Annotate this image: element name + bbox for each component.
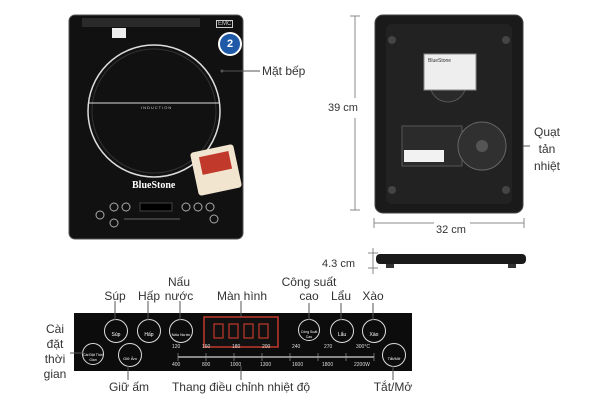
temp-tick-label: 270 [324,344,333,350]
induction-text: INDUCTION [141,105,173,110]
control-panel-drawing [177,316,375,361]
power-tick-label: 2200W [354,362,370,368]
timer-callout: Cài đặt thời gian [43,322,67,381]
surface-callout: Mặt bếp [262,64,306,78]
slider-callout: Thang điều chỉnh nhiệt độ [171,380,311,394]
power-tick-label: 800 [202,362,211,368]
width-dimension: 32 cm [436,224,466,236]
bottom-sticker-brand: BlueStone [428,58,452,64]
stirfry-callout: Xào [362,289,384,303]
cooktop-side-view [376,252,526,270]
stirfry-button[interactable]: Xào [362,319,386,343]
warranty-years: 2 [226,38,234,50]
power-tick-label: 1300 [260,362,272,368]
bottom-drawing [374,14,524,214]
cooktop-top-view: 2 EMC INDUCTION BlueStone [68,14,244,240]
warranty-badge: 2 [218,32,242,56]
temperature-scale: 120 160 180 200 240 270 300°C [172,344,384,352]
display-callout: Màn hình [216,289,268,303]
timer-button[interactable]: Cài Đặt Thời Gian [82,343,104,365]
power-button[interactable]: Tắt/Mở [382,343,406,367]
cooktop-surface-drawing [68,14,244,240]
soup-button[interactable]: Súp [104,319,128,343]
brand-logo: BlueStone [132,180,176,191]
temp-tick-label: 240 [292,344,301,350]
hotpot-button[interactable]: Lẩu [330,319,354,343]
thickness-dimension: 4.3 cm [322,258,356,270]
temp-tick-label: 160 [202,344,211,350]
keep-warm-button[interactable]: Giữ Ấm [118,343,142,367]
side-drawing [376,254,526,268]
temp-tick-label: 180 [232,344,241,350]
high-power-callout: Công suất cao [281,275,337,303]
power-tick-label: 1000 [230,362,242,368]
power-tick-label: 1800 [322,362,334,368]
fan-callout: Quạt tản nhiệt [533,125,561,173]
steam-callout: Hấp [137,289,160,303]
emc-mark: EMC [216,20,234,28]
temp-tick-label: 200 [262,344,271,350]
control-panel: Súp Hấp Nấu Nước Công Suất Cao Lẩu Xào C… [74,313,412,371]
temp-tick-label: 300°C [356,344,370,350]
power-tick-label: 1600 [292,362,304,368]
cooktop-bottom-view: BlueStone [374,14,524,214]
boil-callout: Nấu nước [164,275,194,303]
keep-warm-callout: Giữ ấm [108,380,150,394]
power-tick-label: 400 [172,362,181,368]
soup-callout: Súp [104,289,126,303]
boil-water-button[interactable]: Nấu Nước [169,319,193,343]
hotpot-callout: Lẩu [330,289,352,303]
temp-tick-label: 120 [172,344,181,350]
steam-button[interactable]: Hấp [137,319,161,343]
power-scale[interactable]: 400 800 1000 1300 1600 1800 2200W [172,362,384,370]
height-dimension: 39 cm [328,102,358,114]
power-callout: Tắt/Mở [373,380,413,394]
